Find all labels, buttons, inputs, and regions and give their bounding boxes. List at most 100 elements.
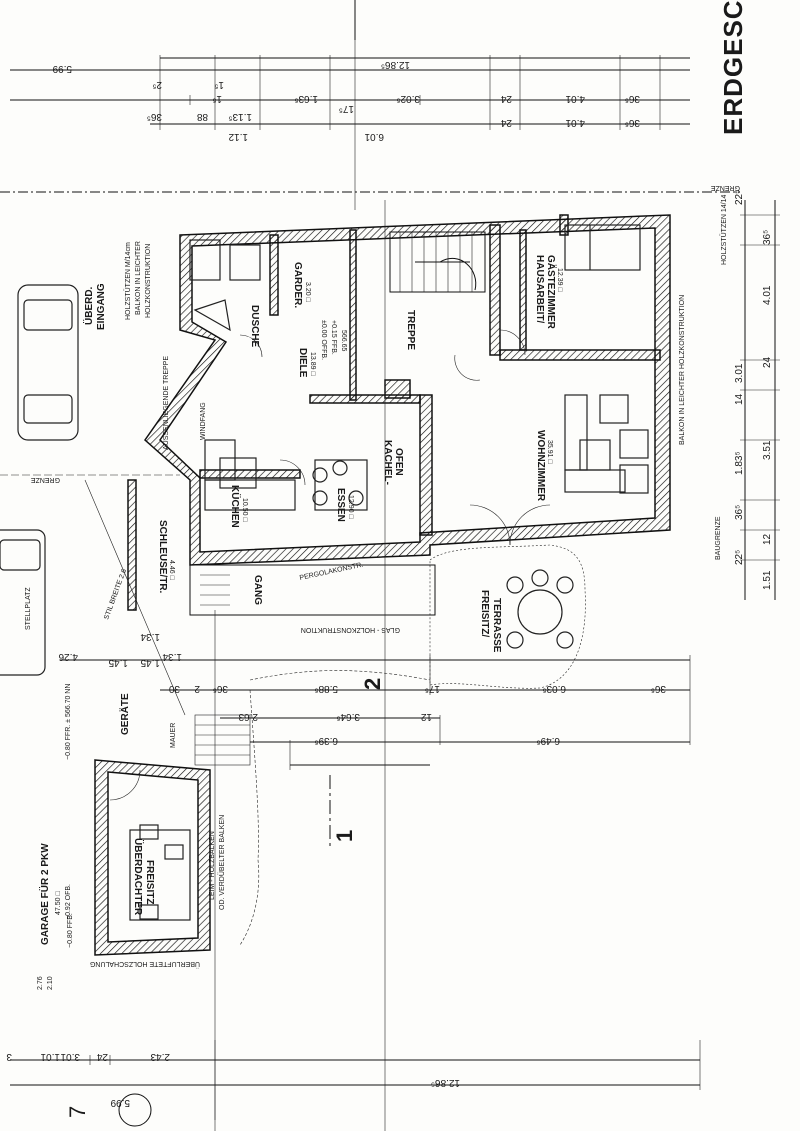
mid-dim-14: 6.49⁵ [536,735,560,746]
right-dim-6: 1.83⁵ [734,451,745,475]
car-left [0,529,46,676]
label-garage: GARAGE FÜR 2 PKW [38,843,51,945]
label-garage-ffb: −0.92 OFB. [65,884,72,920]
label-wohnzimmer-area: 35.91 □ [546,440,553,464]
middle-dimensions: 4.26 1.34 1.34 30 36⁵ 2 5.88⁵ 17⁵ 6.03⁵ … [58,631,691,770]
label-geraete: GERÄTE [118,693,131,735]
bathroom-fixtures [189,239,261,332]
mid-dim-5: 2 [194,683,200,694]
note-balkon2: BALKON IN LEICHTER [135,241,142,315]
top-left-dim: 5.99 [52,63,72,74]
top-dim-row1-4: 4.01 [565,93,585,104]
room-labels: DUSCHE GARDER. 3.20 □ DIELE 13.89 □ ±0.0… [38,255,563,948]
top-dim-row2-5: 24 [500,117,512,128]
label-kuechen-area: 10.50 □ [241,498,248,522]
bottom-dim-3: 24 [96,1051,108,1062]
mid-dim-9: 36⁵ [651,683,666,694]
label-wohnzimmer: WOHNZIMMER [535,430,546,502]
mid-dim-11: 3.64⁵ [336,711,360,722]
note-balkon: BALKON IN LEICHTER HOLZKONSTRUKTION [679,295,686,445]
top-dim-row1-6: 1⁵ [212,93,222,104]
guest-bed [564,224,641,271]
mid-dim-1: 1.34 [162,651,182,662]
living-room-furniture [564,394,649,494]
right-dim-3: 24 [762,356,773,368]
right-dim-0: 22⁵ [734,190,745,205]
label-treppe: TREPPE [405,310,416,350]
right-dim-11: 22⁵ [734,550,745,565]
label-kachelofen2: OFEN [393,448,404,476]
note-ffb-garage: −0.80 FFR. ± 566.70 NN [65,684,72,760]
top-dim-row2-1: 88 [196,111,208,122]
label-ffb2: +0.15 FFB. [330,320,337,355]
bottom-dim-1: 1.01 [40,1051,60,1062]
mid-dim-4: 36⁵ [213,683,228,694]
note-mauer: MAUER [170,723,177,748]
right-dim-10: 1.51 [762,570,773,590]
top-dim-row2-8: 1⁵ [214,79,224,90]
utility-area [127,479,436,616]
door-swings [239,329,551,546]
label-hausarbeit-area: 12.39 □ [556,268,563,292]
note-holzstuetzen2: HOLZSTÜTZEN M/14cm [124,242,132,320]
label-garderobe-area: 3.20 □ [304,282,311,303]
bottom-dim-2: 3.01 [60,1051,80,1062]
garage [94,759,211,956]
mid-dim-15: 1.45 [140,657,160,668]
plan-title: ERDGESCHO [718,0,748,135]
label-schleuse: SCHLEUSE/TR. [157,520,168,594]
top-dim-row2-7: 36⁵ [625,117,640,128]
note-holzschalung: ÜBERLUFTETE HOLZSCHALUNG [90,960,200,968]
section-mark-1: 1 [332,830,357,842]
mid-dim-13: 6.39⁵ [314,735,338,746]
right-dimensions: 22⁵ 36⁵ 4.01 24 3.01 14 1.83⁵ 3.51 36⁵ 1… [734,190,780,600]
label-eingang: ÜBERD. [82,286,95,325]
note-stellplatz: STELLPLATZ [25,587,32,630]
section-mark-2: 2 [360,678,385,690]
label-gaeste: GÄSTEZIMMER [545,255,558,330]
dining-table [312,459,368,511]
label-essen-area: 12.90 □ [347,495,354,519]
kitchen-fixtures [204,439,296,511]
label-ffb: ±0.00 OFFB. [320,320,327,360]
note-holzstuetzen: HOLZSTÜTZEN 14/14 [720,194,728,265]
mid-dim-8: 6.03⁵ [542,683,566,694]
top-dim-row1-0: 2⁵ [152,79,162,90]
label-gang: GANG [252,575,263,605]
bottom-dim-6: 12.86⁵ [431,1077,460,1088]
top-dim-row2-0: 36⁵ [147,111,162,122]
tiled-stove [384,379,411,399]
label-ueberdacht2: FREISITZ [144,860,155,904]
label-eingang2: EINGANG [96,283,107,330]
note-aussenliegende: AUSSENLIEGENDE TREPPE [163,356,170,450]
note-baugr-bottom2: 2.10 [47,976,54,990]
right-dim-2: 4.01 [762,285,773,305]
note-holzbalken: LEIM - HOLZBALKEN [209,831,216,900]
right-dim-8: 36⁵ [734,505,745,520]
label-ffb3: 566.65 [340,330,347,352]
label-garderobe: GARDER. [292,262,303,308]
note-balkon3: HOLZKONSTRUKTION [145,244,152,318]
mid-dim-3: 30 [168,683,180,694]
label-diele-area: 13.89 □ [309,352,316,376]
top-dim-row2-9: 17⁵ [339,103,354,114]
section-circle [118,1093,152,1127]
label-terrasse: TERRASSE [491,598,502,653]
outdoor-stairs [194,714,251,766]
top-dim-row2-3: 1.12 [228,131,248,142]
mid-dim-12: 2.63 [238,711,258,722]
label-hausarbeit: HAUSARBEIT/ [534,255,545,324]
top-dim-row2-4: 6.01 [364,131,384,142]
label-dusche: DUSCHE [249,305,260,348]
label-schleuse-area: 4.46 □ [168,560,175,581]
mid-dim-16: 1.45 [108,657,128,668]
label-windfang: WINDFANG [200,402,207,440]
bottom-dimensions: 3 1.01 3.01 24 2.43 5.99 12.86⁵ [6,1040,701,1120]
note-grenze-left: GRENZE [31,476,61,483]
note-spur: STIL BREITE 2.6 [103,568,128,621]
top-dim-row1-2: 3.02⁵ [396,93,420,104]
top-dim-row2-2: 1.13⁵ [228,111,252,122]
note-holzbalken2: OD. VERDÜBELTER BALKEN [218,815,226,910]
top-dim-row1-5: 36⁵ [625,93,640,104]
top-dim-row1-3: 24 [500,93,512,104]
